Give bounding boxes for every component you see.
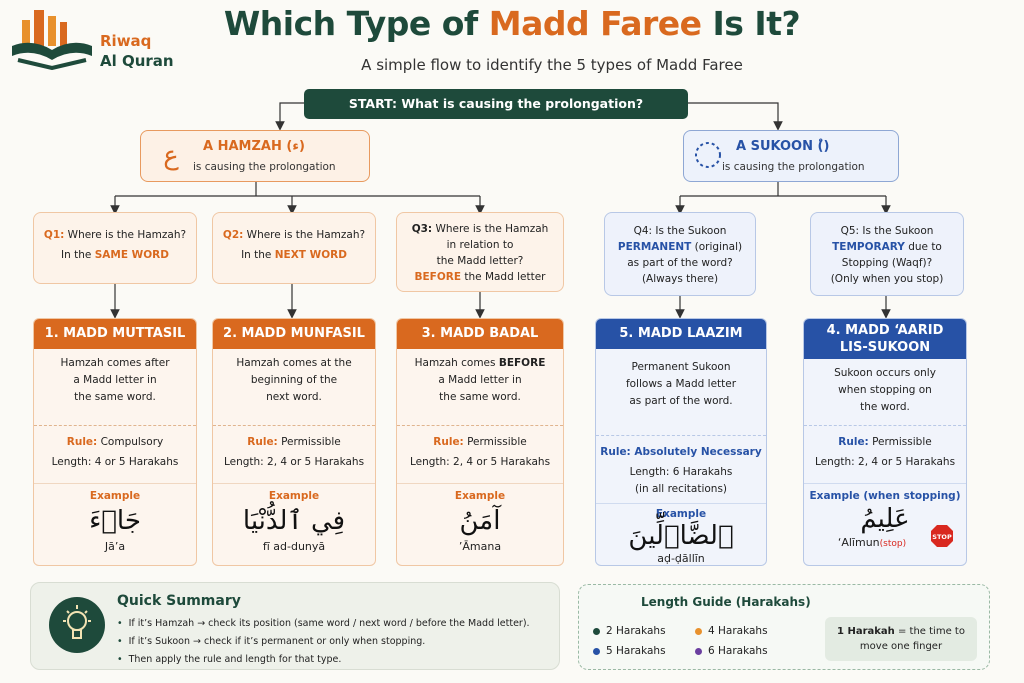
sukoon-circle-icon [695,142,721,168]
start-node: START: What is causing the prolongation? [304,89,688,119]
length-guide: Length Guide (Harakahs) 2 Harakahs 4 Har… [578,584,990,670]
cause-hamzah-sub: is causing the prolongation [193,161,336,173]
stop-sign-icon: STOP [931,525,953,547]
transliteration: Jā’a [104,540,126,553]
legend-item: 5 Harakahs [593,645,666,657]
question-3: Q3: Where is the Hamzah in relation to t… [396,212,564,292]
question-4: Q4: Is the Sukoon PERMANENT (original) a… [604,212,756,296]
dot-6-harakahs [695,647,702,655]
harakah-definition: 1 Harakah = the time to move one finger [825,617,977,661]
card-example: Example آمَنُ ’Āmana [397,483,563,553]
brand-name-line1: Riwaq [100,32,152,50]
card-rule: Rule: Permissible Length: 2, 4 or 5 Hara… [397,425,563,483]
card-example: Example فِي ٱلدُّنْيَا fī ad-dunyā [213,483,375,553]
page-title: Which Type of Madd Faree Is It? [223,4,801,43]
dot-4-harakahs [695,627,702,635]
transliteration: fī ad-dunyā [262,540,326,553]
arabic-example: عَلِيمُ [860,504,910,534]
question-1: Q1: Where is the Hamzah? In the SAME WOR… [33,212,197,284]
card-example: Example (when stopping) عَلِيمُ ‘Alīmun(… [804,483,966,549]
question-2: Q2: Where is the Hamzah? In the NEXT WOR… [212,212,376,284]
brand-name-line2: Al Quran [100,52,174,70]
lightbulb-icon [49,597,105,653]
card-rule: Rule: Permissible Length: 2, 4 or 5 Hara… [213,425,375,483]
card-rule: Rule: Absolutely Necessary Length: 6 Har… [596,435,766,503]
dot-2-harakahs [593,627,600,635]
svg-text:STOP: STOP [932,533,952,541]
card-title: 3. MADD BADAL [397,319,563,349]
cause-sukoon-title: A SUKOON (ْ) [736,139,830,154]
card-example: Example ٱلضَّاۤلِّينَ aḍ-ḍāllīn [596,503,766,565]
summary-list: If it’s Hamzah → check its position (sam… [117,615,530,669]
card-rule: Rule: Compulsory Length: 4 or 5 Harakahs [34,425,196,483]
dot-5-harakahs [593,647,600,655]
cause-sukoon-sub: is causing the prolongation [722,161,865,173]
hamzah-icon: ع [163,141,179,171]
card-title: 5. MADD LAAZIM [596,319,766,349]
card-rule: Rule: Permissible Length: 2, 4 or 5 Hara… [804,425,966,483]
card-title: 1. MADD MUTTASIL [34,319,196,349]
card-example: Example جَاۤءَ Jā’a [34,483,196,553]
question-5: Q5: Is the Sukoon TEMPORARY due to Stopp… [810,212,964,296]
transliteration: ’Āmana [458,540,502,553]
summary-title: Quick Summary [117,593,241,609]
legend-item: 6 Harakahs [695,645,768,657]
transliteration: ‘Alīmun(stop) [837,536,907,549]
arabic-example: ٱلضَّاۤلِّينَ [628,521,734,551]
quick-summary: Quick Summary If it’s Hamzah → check its… [30,582,560,670]
cause-hamzah: ع A HAMZAH (ء) is causing the prolongati… [140,130,370,182]
list-item: Then apply the rule and length for that … [117,651,530,669]
guide-title: Length Guide (Harakahs) [641,595,811,609]
logo: Riwaq Al Quran [8,6,188,71]
legend-item: 4 Harakahs [695,625,768,637]
card-title: 2. MADD MUNFASIL [213,319,375,349]
quran-stand-icon [12,10,92,71]
list-item: If it’s Hamzah → check its position (sam… [117,615,530,633]
arabic-example: آمَنُ [459,506,501,536]
cause-sukoon: A SUKOON (ْ) is causing the prolongation [683,130,899,182]
arabic-example: فِي ٱلدُّنْيَا [242,506,346,536]
cause-hamzah-title: A HAMZAH (ء) [203,139,305,154]
transliteration: aḍ-ḍāllīn [657,552,705,565]
page-subtitle: A simple flow to identify the 5 types of… [361,56,743,74]
list-item: If it’s Sukoon → check if it’s permanent… [117,633,530,651]
legend-item: 2 Harakahs [593,625,666,637]
arabic-example: جَاۤءَ [89,506,141,536]
